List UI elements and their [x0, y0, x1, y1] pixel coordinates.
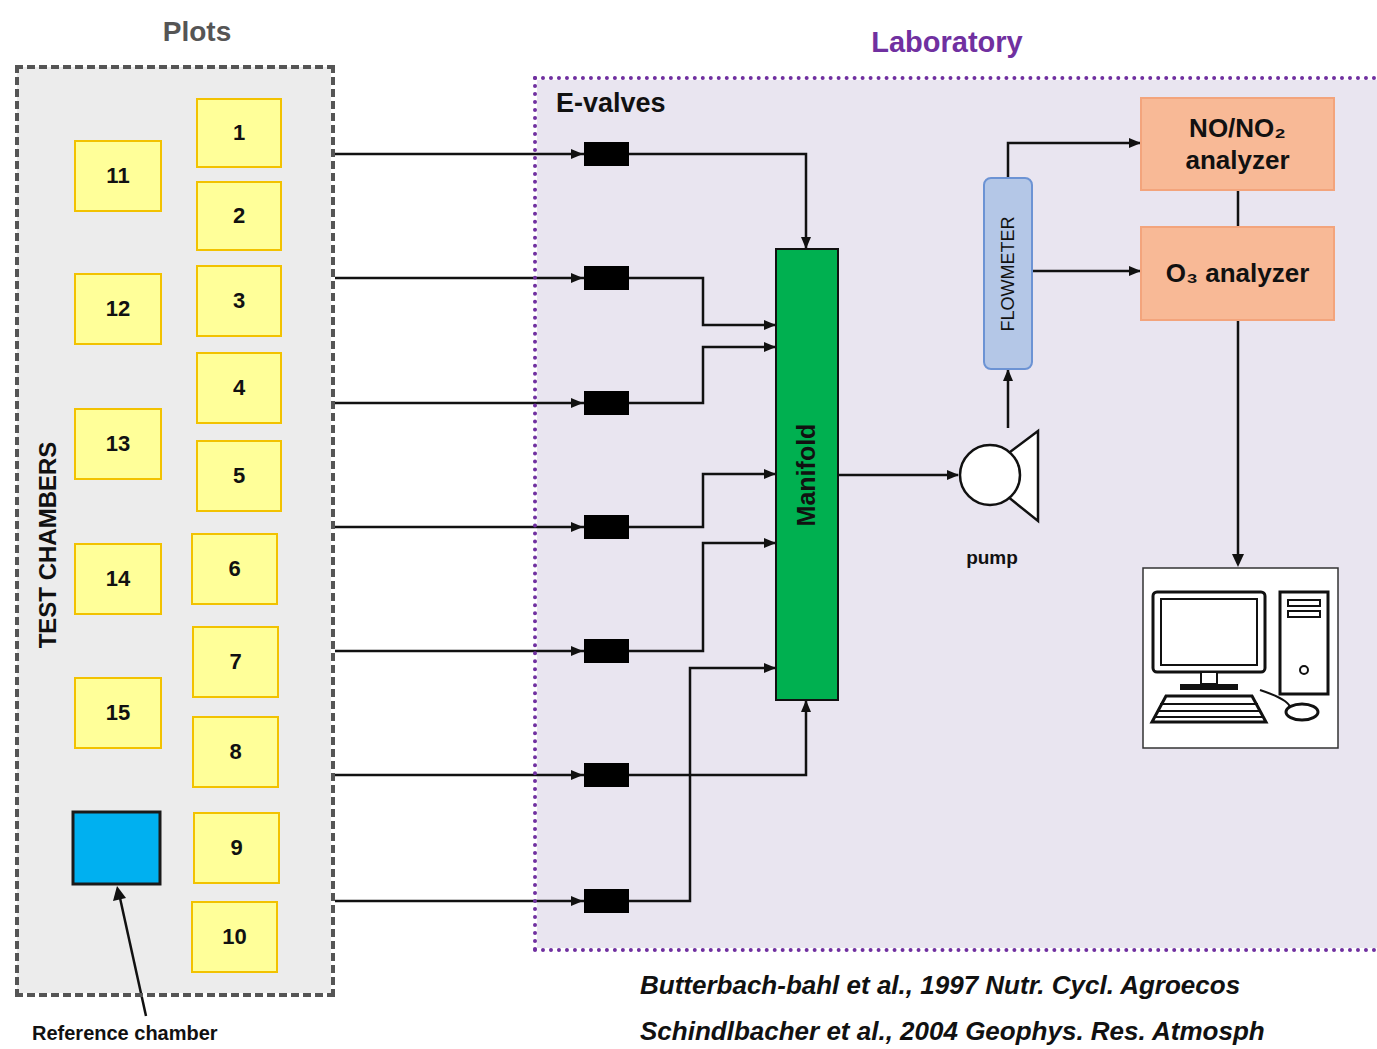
test-chamber: 14	[74, 543, 162, 615]
flow-line	[1237, 191, 1240, 226]
node-text: Plots	[163, 14, 231, 49]
node-text: 2	[202, 202, 276, 230]
flow-line	[1008, 143, 1140, 177]
flow-line	[335, 154, 806, 248]
computer-icon	[1143, 568, 1338, 748]
node-text: 3	[202, 287, 276, 315]
flow-line	[335, 701, 806, 775]
e-valve	[571, 266, 629, 290]
test-chamber: 6	[191, 533, 278, 605]
laboratory-ground	[537, 80, 1377, 948]
flow-line	[1007, 370, 1010, 428]
node-text: 12	[80, 295, 156, 323]
e-valve	[571, 639, 629, 663]
test-chamber: 11	[74, 140, 162, 212]
e-valve	[571, 391, 629, 415]
test-chamber: 2	[196, 181, 282, 251]
e-valve	[571, 515, 629, 539]
node-text: pump	[958, 546, 1026, 570]
node-text: NO/NO₂ analyzer	[1146, 112, 1329, 177]
node-text: Manifold	[791, 423, 822, 526]
flow-line	[335, 347, 775, 403]
flow-line	[335, 668, 775, 901]
test-chamber: 12	[74, 273, 162, 345]
flow-line	[335, 543, 775, 651]
node-text: FLOWMETER	[997, 216, 1020, 331]
node-text: 9	[199, 834, 274, 862]
computer-wire-head	[1232, 554, 1244, 567]
test-chamber: 8	[192, 716, 279, 788]
test-chamber: 15	[74, 677, 162, 749]
plots-region: Plots123456789101112131415	[15, 65, 335, 997]
node-text: 4	[202, 374, 276, 402]
test-chamber: 7	[192, 626, 279, 698]
test-chamber: 5	[196, 440, 282, 512]
laboratory-region: LaboratoryManifoldpumpFLOWMETERNO/NO₂ an…	[533, 76, 1377, 952]
node-text: 10	[197, 923, 272, 951]
e-valve	[571, 142, 629, 166]
flow-line	[1033, 270, 1140, 273]
pump-symbol: pump	[958, 428, 1042, 576]
test-chamber: 13	[74, 408, 162, 480]
e-valve	[571, 889, 629, 913]
manifold-box: Manifold	[775, 248, 839, 701]
plots-ground	[17, 67, 331, 993]
flow-line	[335, 278, 775, 325]
test-chamber: 9	[193, 812, 280, 884]
callout-label: Reference chamber	[32, 1022, 218, 1045]
analyzer-box: NO/NO₂ analyzer	[1140, 97, 1335, 191]
test-chamber: 10	[191, 901, 278, 973]
citation: Schindlbacher et al., 2004 Geophys. Res.…	[640, 1016, 1265, 1047]
node-text: 7	[198, 648, 273, 676]
node-text: O₃ analyzer	[1146, 257, 1329, 290]
reference-chamber-box	[73, 812, 160, 884]
reference-leader	[120, 898, 146, 1016]
node-text: 15	[80, 699, 156, 727]
node-text: 14	[80, 565, 156, 593]
node-text: 6	[197, 555, 272, 583]
node-text: 8	[198, 738, 273, 766]
flow-line	[839, 474, 958, 477]
flow-line	[335, 474, 775, 527]
test-chamber: 1	[196, 98, 282, 168]
node-text: Laboratory	[871, 24, 1022, 60]
computer-wire	[1237, 320, 1240, 556]
flowmeter-box: FLOWMETER	[983, 177, 1033, 370]
analyzer-box: O₃ analyzer	[1140, 226, 1335, 321]
citation: Butterbach-bahl et al., 1997 Nutr. Cycl.…	[640, 970, 1240, 1001]
node-text: 11	[80, 162, 156, 190]
region-label: TEST CHAMBERS	[34, 442, 62, 649]
reference-leader-head	[113, 886, 126, 901]
e-valve	[571, 763, 629, 787]
pump-icon	[958, 428, 1042, 528]
test-chamber: 3	[196, 265, 282, 337]
test-chamber: 4	[196, 352, 282, 424]
node-text: 1	[202, 119, 276, 147]
node-text: 5	[202, 462, 276, 490]
node-text: 13	[80, 430, 156, 458]
group-label: E-valves	[556, 88, 666, 119]
